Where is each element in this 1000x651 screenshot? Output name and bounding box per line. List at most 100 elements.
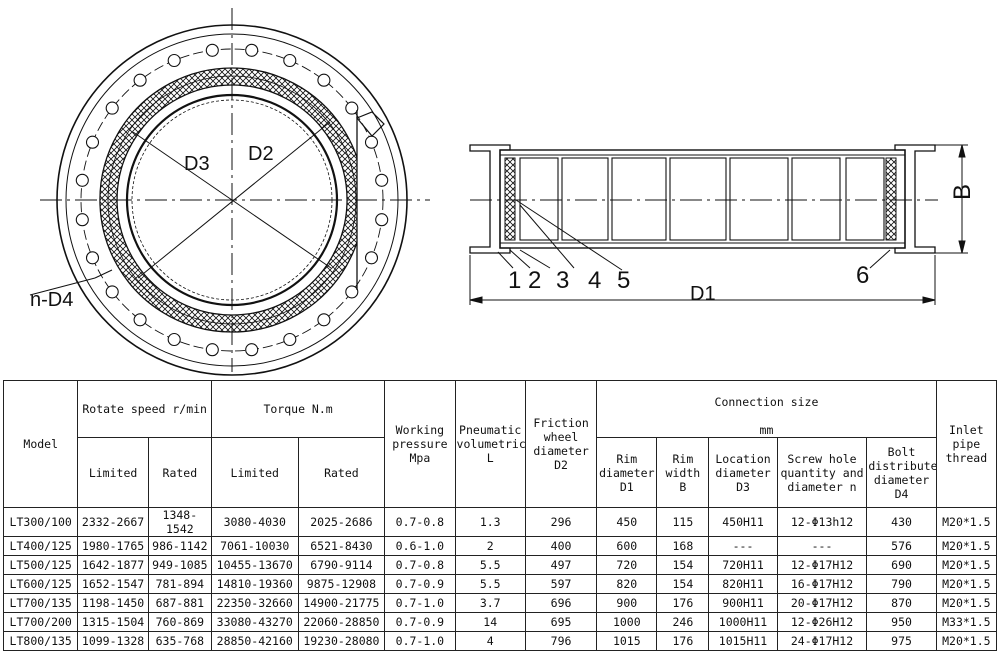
bolt-hole (105, 285, 119, 299)
cell-model: LT300/100 (2, 507, 79, 537)
header-bolt-distribute: Bolt distribute diameter D4 (866, 437, 937, 508)
cell-thread: M33*1.5 (935, 612, 998, 632)
cell-speed-rated: 760-869 (147, 612, 212, 632)
cell-screw: 20-Φ17H12 (776, 593, 868, 613)
bolt-hole (245, 43, 259, 57)
cell-thread: M20*1.5 (935, 555, 998, 575)
cell-d1: 1000 (596, 612, 658, 632)
header-speed-limited: Limited (77, 437, 149, 508)
bolt-hole (345, 285, 359, 299)
cell-torque-rated: 6521-8430 (297, 536, 386, 556)
part-label-4: 4 (588, 267, 601, 294)
cell-screw: --- (776, 536, 868, 556)
cell-screw: 12-Φ13h12 (776, 507, 868, 537)
label-d3: D3 (184, 153, 210, 175)
header-pneumatic-volumetric: Pneumatic volumetric L (454, 380, 526, 508)
cell-d3: 820H11 (708, 574, 778, 594)
cell-d3: 900H11 (708, 593, 778, 613)
cell-torque-rated: 9875-12908 (297, 574, 386, 594)
cell-torque-rated: 2025-2686 (297, 507, 386, 537)
bolt-hole (133, 73, 147, 87)
bolt-hole (205, 43, 219, 57)
friction-shoe (561, 157, 609, 241)
header-torque: Torque N.m (210, 380, 386, 438)
header-connection-size: Connection size mm (596, 380, 937, 438)
bolt-hole (167, 332, 181, 347)
front-view (29, 8, 430, 376)
friction-shoe (611, 157, 667, 241)
bolt-holes (75, 43, 389, 357)
label-d1: D1 (690, 283, 716, 305)
bolt-hole (364, 251, 379, 265)
cell-d1: 450 (596, 507, 658, 537)
bolt-hole (317, 73, 331, 87)
cell-torque-limited: 10455-13670 (210, 555, 299, 575)
cell-speed-limited: 1198-1450 (77, 593, 149, 613)
bolt-hole (105, 101, 119, 115)
cell-screw: 16-Φ17H12 (776, 574, 868, 594)
cell-thread: M20*1.5 (935, 631, 998, 651)
cell-screw: 24-Φ17H12 (776, 631, 868, 651)
cell-d1: 600 (596, 536, 658, 556)
cell-b: 176 (656, 631, 710, 651)
bolt-hole (75, 173, 89, 187)
cell-speed-limited: 1652-1547 (77, 574, 149, 594)
cell-pressure: 0.7-1.0 (384, 593, 456, 613)
cell-torque-limited: 22350-32660 (210, 593, 299, 613)
label-n-d4: n-D4 (30, 289, 73, 311)
cell-pressure: 0.7-1.0 (384, 631, 456, 651)
cell-d2: 400 (524, 536, 598, 556)
cell-torque-limited: 3080-4030 (210, 507, 299, 537)
header-torque-limited: Limited (210, 437, 299, 508)
cell-screw: 12-Φ17H12 (776, 555, 868, 575)
cell-d2: 796 (524, 631, 598, 651)
part-label-3: 3 (556, 267, 569, 294)
header-torque-rated: Rated (297, 437, 386, 508)
cell-torque-rated: 14900-21775 (297, 593, 386, 613)
cell-model: LT700/200 (2, 612, 79, 632)
bolt-hole (283, 332, 297, 347)
cell-torque-limited: 7061-10030 (210, 536, 299, 556)
cell-d1: 820 (596, 574, 658, 594)
cell-thread: M20*1.5 (935, 536, 998, 556)
cell-pressure: 0.7-0.8 (384, 507, 456, 537)
cell-b: 115 (656, 507, 710, 537)
cell-d3: 1000H11 (708, 612, 778, 632)
cell-speed-limited: 1642-1877 (77, 555, 149, 575)
cell-model: LT800/135 (2, 631, 79, 651)
connection-unit-label: mm (759, 423, 774, 437)
bolt-hole (205, 343, 219, 357)
cell-d3: 450H11 (708, 507, 778, 537)
cell-d4: 790 (866, 574, 937, 594)
friction-shoes (519, 157, 885, 241)
bolt-hole (345, 101, 359, 115)
label-b: B (949, 184, 976, 200)
cell-pressure: 0.7-0.8 (384, 555, 456, 575)
cell-d4: 975 (866, 631, 937, 651)
cell-d3: --- (708, 536, 778, 556)
cell-d1: 900 (596, 593, 658, 613)
section-view (469, 144, 968, 305)
friction-shoe (845, 157, 885, 241)
cell-speed-rated: 1348-1542 (147, 507, 212, 537)
cell-d3: 720H11 (708, 555, 778, 575)
part-labels: 1 2 3 4 5 6 (508, 262, 869, 294)
cell-pressure: 0.6-1.0 (384, 536, 456, 556)
cell-volumetric: 5.5 (454, 574, 526, 594)
cell-model: LT400/125 (2, 536, 79, 556)
cell-d2: 695 (524, 612, 598, 632)
spec-table: Model Rotate speed r/min Torque N.m Work… (2, 380, 998, 651)
cell-model: LT700/135 (2, 593, 79, 613)
cell-speed-limited: 1980-1765 (77, 536, 149, 556)
header-friction-wheel-diameter: Friction wheel diameter D2 (524, 380, 598, 508)
cell-d2: 597 (524, 574, 598, 594)
cell-b: 246 (656, 612, 710, 632)
bolt-hole (283, 53, 297, 68)
cell-model: LT600/125 (2, 574, 79, 594)
header-model: Model (2, 380, 79, 508)
part-label-2: 2 (528, 267, 541, 294)
cell-d1: 1015 (596, 631, 658, 651)
cell-d4: 950 (866, 612, 937, 632)
header-row-2: Limited Rated Limited Rated Rim diameter… (4, 437, 997, 508)
